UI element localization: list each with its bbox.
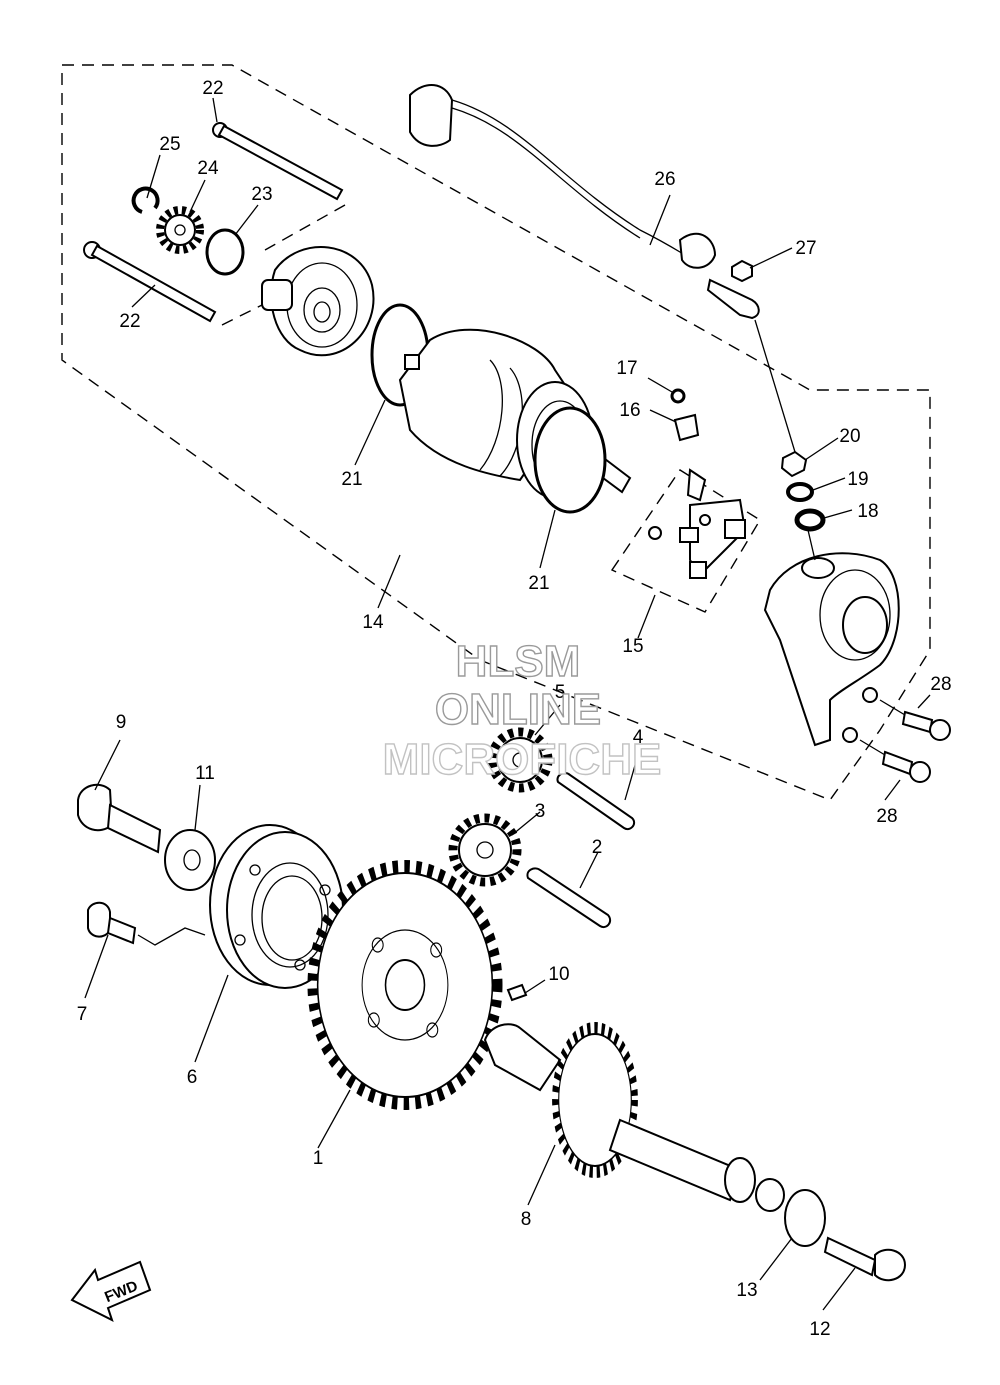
washer-13 <box>784 1189 826 1247</box>
callout-4: 4 <box>633 727 644 748</box>
o-ring-21-right <box>533 406 607 514</box>
callout-8: 8 <box>521 1209 532 1230</box>
callout-11: 11 <box>195 763 215 784</box>
starter-rear-cover <box>763 552 900 747</box>
callout-10: 10 <box>548 964 569 985</box>
watermark-line-3: MICROFICHE <box>383 735 662 784</box>
callout-9: 9 <box>116 712 127 733</box>
bolt-28-upper <box>901 710 951 741</box>
callout-21-left: 21 <box>341 469 362 490</box>
watermark-line-1: HLSM <box>456 637 581 686</box>
callout-17: 17 <box>616 358 637 379</box>
pinion-gear-24 <box>156 206 204 254</box>
shaft-4 <box>556 772 636 830</box>
idler-gear-5 <box>487 727 553 793</box>
callout-26: 26 <box>654 169 675 190</box>
o-ring-17 <box>670 388 686 404</box>
watermark: HLSM ONLINE MICROFICHE <box>382 636 662 784</box>
callout-18: 18 <box>857 501 878 522</box>
starter-front-cover <box>261 246 375 357</box>
callout-12: 12 <box>809 1319 830 1340</box>
callout-14: 14 <box>362 612 384 633</box>
idler-gear-3 <box>448 813 522 887</box>
leader-lines <box>84 97 931 1311</box>
callout-21-right: 21 <box>528 573 549 594</box>
group-14-outline <box>61 64 931 801</box>
insulator-16 <box>673 413 700 442</box>
callout-25: 25 <box>159 134 180 155</box>
nut-27 <box>731 259 753 283</box>
callout-13: 13 <box>736 1280 757 1301</box>
flange-bolt-12 <box>823 1236 907 1282</box>
callout-24: 24 <box>197 158 219 179</box>
callout-20: 20 <box>839 426 860 447</box>
starter-lead-26 <box>409 84 760 320</box>
callout-22-bottom: 22 <box>119 311 140 332</box>
brush-holder-set-15 <box>648 468 747 579</box>
callout-1: 1 <box>313 1148 324 1169</box>
callout-22-top: 22 <box>202 78 223 99</box>
shaft-2 <box>526 867 612 928</box>
long-bolt-22-lower <box>83 241 217 323</box>
key-10 <box>506 983 528 1002</box>
callout-3: 3 <box>535 801 546 822</box>
callout-5: 5 <box>555 682 566 703</box>
watermark-line-2: ONLINE <box>435 685 601 734</box>
flange-bolt-9 <box>77 783 162 854</box>
washer-19 <box>786 482 814 502</box>
callout-7: 7 <box>77 1004 88 1025</box>
long-bolt-22-upper <box>212 122 344 201</box>
washer-11 <box>164 829 216 891</box>
o-ring-23 <box>205 228 245 276</box>
circlip-25 <box>131 186 160 214</box>
callout-2: 2 <box>592 837 603 858</box>
group-22-bracket <box>221 204 346 326</box>
callout-16: 16 <box>619 400 640 421</box>
bolt-28-lower <box>881 750 931 783</box>
callout-23: 23 <box>251 184 272 205</box>
group-15-outline <box>610 469 761 613</box>
callout-6: 6 <box>187 1067 198 1088</box>
idle-gear-shaft-8 <box>483 1022 785 1212</box>
fwd-arrow: FWD <box>70 1260 152 1322</box>
bolt-7 <box>87 901 137 945</box>
starter-wheel-gear-1 <box>313 867 497 1103</box>
nut-20 <box>780 450 808 478</box>
callout-15: 15 <box>622 636 643 657</box>
callout-27: 27 <box>795 238 816 259</box>
callout-28-upper: 28 <box>930 674 951 695</box>
callout-19: 19 <box>847 469 868 490</box>
washer-18 <box>794 508 826 532</box>
callout-28-lower: 28 <box>876 806 897 827</box>
